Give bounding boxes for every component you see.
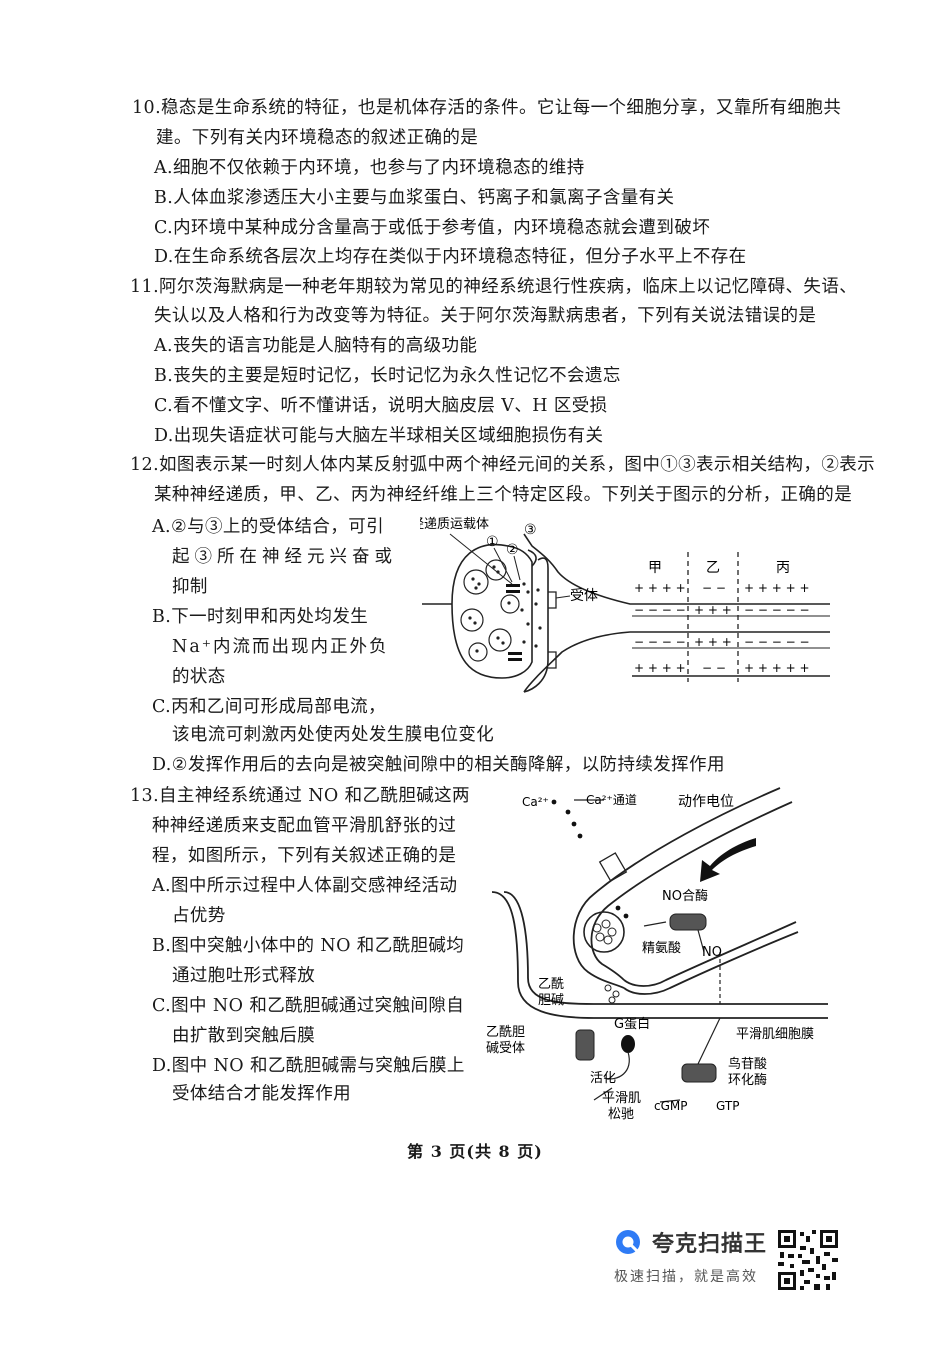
q12-stem-line2: 某种神经递质，甲、乙、丙为神经纤维上三个特定区段。下列关于图示的分析，正确的是 [154,485,853,505]
q11-option-b: B.丧失的主要是短时记忆，长时记忆为永久性记忆不会遗忘 [154,366,621,386]
q12-fig-label-3: ③ [524,522,537,538]
q12-fig-yi: 乙 [706,560,720,576]
q12-fig-receptor-label: 受体 [570,588,598,604]
q13-fig-no: NO [702,945,722,960]
scanner-app-name: 夸克扫描王 [652,1232,768,1257]
q13-option-d-line2: 受体结合才能发挥作用 [172,1084,351,1104]
q13-fig-arginine: 精氨酸 [642,941,681,956]
q11-stem-line1: 11.阿尔茨海默病是一种老年期较为常见的神经系统退行性疾病，临床上以记忆障碍、失… [130,277,858,297]
q13-fig-gtp: GTP [716,1099,739,1113]
scanner-slogan: 极速扫描，就是高效 [614,1269,758,1285]
q12-option-d: D.②发挥作用后的去向是被突触间隙中的相关酶降解，以防持续发挥作用 [152,755,725,775]
page-footer: 第 3 页(共 8 页) [407,1142,543,1161]
q12-fig-inner1-yi: + + + [694,603,732,617]
q13-option-c-line1: C.图中 NO 和乙酰胆碱通过突触间隙自 [152,996,465,1016]
q13-fig-ach-receptor-1: 乙酰胆 [486,1025,525,1040]
q12-option-b-line3: 的状态 [172,667,226,687]
scanner-watermark: 夸克扫描王 极速扫描，就是高效 [612,1224,780,1294]
q12-option-a-line2: 起③所在神经元兴奋或 [172,547,397,567]
q10-option-a: A.细胞不仅依赖于内环境，也参与了内环境稳态的维持 [154,158,585,178]
q12-fig-bing: 丙 [776,560,790,576]
q12-option-c-line2: 该电流可刺激丙处使丙处发生膜电位变化 [172,725,495,745]
q13-fig-relax-2: 松驰 [608,1107,634,1122]
q12-option-a-line3: 抑制 [172,577,208,597]
q13-fig-action-potential: 动作电位 [678,794,734,810]
q13-fig-smooth-membrane: 平滑肌细胞膜 [736,1027,814,1042]
q13-option-c-line2: 由扩散到突触后膜 [172,1026,316,1046]
q13-fig-ca: Ca²⁺ [522,795,549,809]
q12-fig-bot-yi: − − [702,661,726,675]
q10-stem-line1: 10.稳态是生命系统的特征，也是机体存活的条件。它让每一个细胞分享，又靠所有细胞… [132,98,842,118]
q11-stem-line2: 失认以及人格和行为改变等为特征。关于阿尔茨海默病患者，下列有关说法错误的是 [154,306,817,326]
q12-stem-line1: 12.如图表示某一时刻人体内某反射弧中两个神经元间的关系，图中①③表示相关结构，… [130,455,876,475]
qr-code-icon [776,1228,840,1292]
q13-option-a-line2: 占优势 [172,906,226,926]
q13-option-b-line2: 通过胞吐形式释放 [172,966,316,986]
q12-option-a-line1: A.②与③上的受体结合，可引 [152,517,384,537]
q12-option-b-line1: B.下一时刻甲和丙处均发生 [152,607,369,627]
q12-fig-bot-bing: + + + + + [744,661,810,675]
q12-fig-top-yi: − − [702,581,726,595]
q13-fig-g-protein: G蛋白 [614,1016,650,1032]
q10-option-c: C.内环境中某种成分含量高于或低于参考值，内环境稳态就会遭到破坏 [154,218,711,238]
q12-fig-carrier-label: 神经递质运载体 [420,517,489,532]
q13-option-b-line1: B.图中突触小体中的 NO 和乙酰胆碱均 [152,936,465,956]
q13-fig-gc-1: 鸟苷酸 [728,1056,767,1072]
q12-fig-inner1-bing: − − − − − [744,603,810,617]
q12-fig-top-jia: + + + + [634,581,686,595]
q13-option-d-line1: D.图中 NO 和乙酰胆碱需与突触后膜上 [152,1056,465,1076]
q10-option-b: B.人体血浆渗透压大小主要与血浆蛋白、钙离子和氯离子含量有关 [154,188,675,208]
q13-stem-line2: 种神经递质来支配血管平滑肌舒张的过 [152,816,457,836]
q13-fig-ach-1: 乙酰 [538,977,564,992]
q13-stem-line1: 13.自主神经系统通过 NO 和乙酰胆碱这两 [130,786,470,806]
q12-fig-inner1-jia: − − − − [634,603,686,617]
q13-fig-ach-receptor-2: 碱受体 [486,1041,525,1056]
q12-synapse-figure: 神经递质运载体 ① ② ③ 受体 甲 乙 丙 + + + + − − + + +… [420,517,830,693]
q13-fig-relax-1: 平滑肌 [602,1091,641,1106]
q13-fig-ach-2: 胆碱 [538,993,564,1008]
q12-fig-bot-jia: + + + + [634,661,686,675]
q13-stem-line3: 程，如图所示，下列有关叙述正确的是 [152,846,457,866]
q12-fig-label-1: ① [486,534,499,550]
q12-fig-top-bing: + + + + + [744,581,810,595]
q10-option-d: D.在生命系统各层次上均存在类似于内环境稳态特征，但分子水平上不存在 [154,247,747,267]
scanner-logo-icon [616,1230,640,1254]
q13-fig-gc-2: 环化酶 [728,1072,767,1088]
q12-option-c-line1: C.丙和乙间可形成局部电流， [152,697,386,717]
q12-fig-inner2-bing: − − − − − [744,635,810,649]
q13-fig-cgmp: cGMP [654,1099,688,1113]
q12-fig-inner2-yi: + + + [694,635,732,649]
q11-option-d: D.出现失语症状可能与大脑左半球相关区域细胞损伤有关 [154,426,604,446]
q13-fig-no-synthase: NO合酶 [662,888,708,904]
q13-fig-activate: 活化 [590,1071,616,1086]
q12-fig-jia: 甲 [648,560,662,576]
q11-option-a: A.丧失的语言功能是人脑特有的高级功能 [154,336,478,356]
q10-stem-line2: 建。下列有关内环境稳态的叙述正确的是 [156,128,479,148]
q11-option-c: C.看不懂文字、听不懂讲话，说明大脑皮层 V、H 区受损 [154,396,608,416]
q13-option-a-line1: A.图中所示过程中人体副交感神经活动 [152,876,458,896]
q12-option-b-line2: Na⁺内流而出现内正外负 [172,637,389,657]
q13-fig-ca-channel: Ca²⁺通道 [586,793,637,807]
q13-no-pathway-figure: Ca²⁺ Ca²⁺通道 动作电位 NO合酶 精氨酸 NO 乙酰 胆碱 G蛋白 乙… [486,787,828,1122]
q12-fig-inner2-jia: − − − − [634,635,686,649]
q12-fig-label-2: ② [506,542,519,558]
